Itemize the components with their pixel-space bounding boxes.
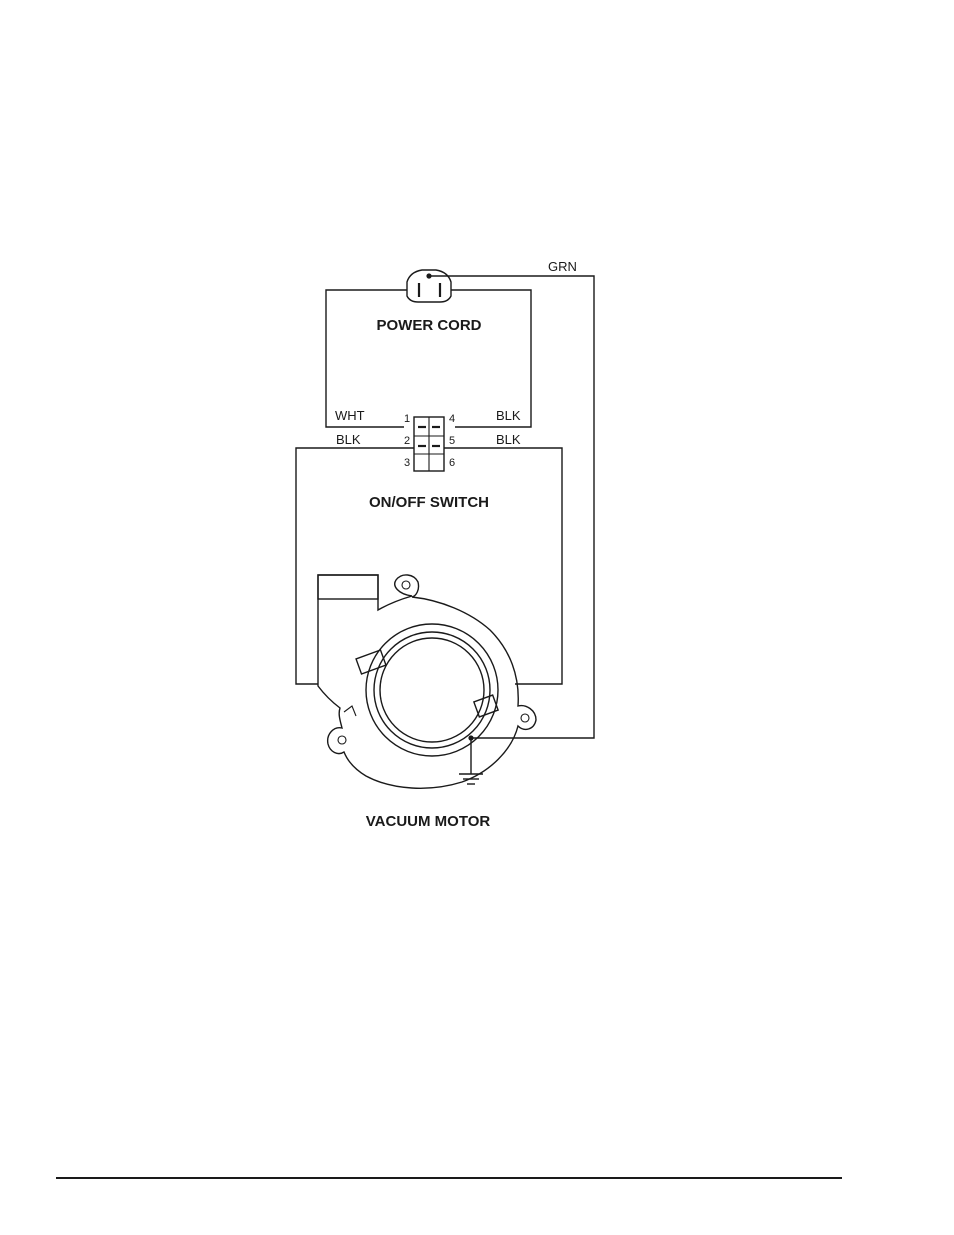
- switch-motor-loop: [296, 448, 562, 684]
- wht-label: WHT: [335, 408, 365, 423]
- on-off-switch-label: ON/OFF SWITCH: [369, 494, 489, 511]
- blk-right-label: BLK: [496, 432, 521, 447]
- footer-rule: [56, 1177, 842, 1179]
- blk-left-label: BLK: [336, 432, 361, 447]
- power-plug-icon: [407, 270, 451, 302]
- terminal-5-label: 5: [449, 435, 455, 447]
- terminal-4-label: 4: [449, 413, 455, 425]
- vacuum-motor-icon: [318, 575, 536, 788]
- terminal-1-label: 1: [404, 413, 410, 425]
- on-off-switch: [414, 417, 444, 471]
- terminal-2-label: 2: [404, 435, 410, 447]
- terminal-3-label: 3: [404, 457, 410, 469]
- blk-top-right-label: BLK: [496, 408, 521, 423]
- vacuum-motor-label: VACUUM MOTOR: [366, 813, 491, 830]
- grn-label: GRN: [548, 259, 577, 274]
- ground-icon: [459, 738, 483, 784]
- power-cord-label: POWER CORD: [377, 317, 482, 334]
- terminal-6-label: 6: [449, 457, 455, 469]
- power-cord-loop: [326, 290, 531, 427]
